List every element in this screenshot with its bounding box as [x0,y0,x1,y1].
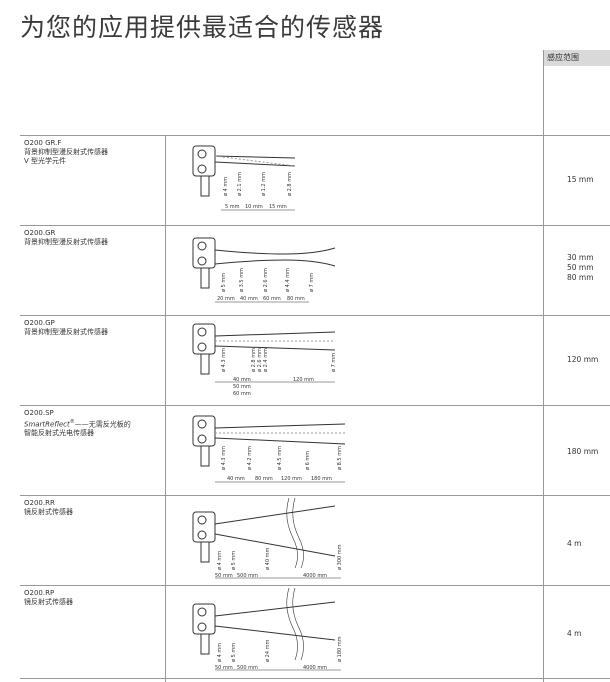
dimension-label: 180 mm [311,476,332,482]
beam-diagram-sp: ø 4.3 mm ø 4.2 mm ø 4.5 mm ø 6 mm ø 8.5 … [192,415,346,483]
sensor-model-cell: O200.GP 背景抑制型漫反射式传感器 [24,319,164,337]
sensor-row: O200.GR 背景抑制型漫反射式传感器 30 mm 50 mm 80 mm [20,225,610,315]
dimension-label: 40 mm [227,476,245,482]
dimension-label: ø 40 mm [265,548,271,570]
sensor-model-cell: O200.RP 镜反射式传感器 [24,589,164,607]
dimension-label: ø 24 mm [265,640,271,662]
column-divider-right [543,50,544,682]
dimension-label: ø 4.5 mm [277,446,283,470]
sensor-model-cell: O200 GR.F 背景抑制型漫反射式传感器 V 型光学元件 [24,139,164,166]
dimension-label: 4000 mm [303,573,327,579]
beam-diagram-grf: ø 4 mm ø 2.1 mm ø 1.2 mm ø 2.8 mm 5 mm 1… [192,145,296,211]
sensor-model-name: O200.GP [24,319,55,327]
dimension-label: ø 2.8 mm [251,348,257,372]
sensor-model-name: O200 GR.F [24,139,62,147]
dimension-label: ø 7 mm [309,273,315,292]
distance-label: 10 mm [245,204,263,210]
sensor-model-name: O200.SP [24,409,54,417]
sensor-row: O200 GR.F 背景抑制型漫反射式传感器 V 型光学元件 15 mm [20,135,610,225]
dimension-label: ø 180 mm [337,636,343,662]
beam-diagram-rr: ø 4 mm ø 5 mm ø 40 mm ø 300 mm 50 mm 500… [192,498,343,579]
sensor-row: O200.RR 镜反射式传感器 4 m [20,495,610,585]
beam-diagram-rp: ø 4 mm ø 5 mm ø 24 mm ø 180 mm 50 mm 500… [192,588,343,671]
row-divider [20,585,610,586]
dimension-label: ø 6 mm [305,451,311,470]
distance-label: 15 mm [269,204,287,210]
dimension-label: ø 4.3 mm [221,348,227,372]
dimension-label: 4000 mm [303,665,327,671]
sensor-row: O200.SP SmartReflect®——无需反光板的 智能反射式光电传感器… [20,405,610,495]
sensor-model-name: O200.GR [24,229,56,237]
dimension-label: ø 4 mm [217,551,223,570]
sensor-description: 镜反射式传感器 [24,598,73,606]
dimension-label: 50 mm [215,573,233,579]
beam-diagram-gp: ø 4.3 mm ø 2.8 mm ø 2.6 mm ø 2.4 mm ø 7 … [192,323,337,397]
dimension-label: 80 mm [255,476,273,482]
dimension-label: 50 mm [215,665,233,671]
page-title: 为您的应用提供最适合的传感器 [20,13,385,42]
dimension-label: ø 4 mm [217,643,223,662]
column-divider-left [165,135,166,682]
distance-label: 5 mm [225,204,240,210]
range-column-header: 感应范围 [543,50,610,66]
diameter-label: ø 2.8 mm [287,172,293,196]
dimension-label: ø 3.5 mm [239,268,245,292]
row-divider [20,678,610,679]
dimension-label: ø 300 mm [337,544,343,570]
diameter-label: ø 1.2 mm [261,172,267,196]
dimension-label: 40 mm [240,296,258,302]
sensor-description-2: V 型光学元件 [24,157,67,165]
dimension-label: 120 mm [281,476,302,482]
dimension-label: 60 mm [233,391,251,397]
diameter-label: ø 4 mm [223,177,229,196]
dimension-label: 50 mm [233,384,251,390]
dimension-label: ø 2.6 mm [263,268,269,292]
row-divider [20,225,610,226]
dimension-label: ø 4.4 mm [285,268,291,292]
dimension-label: ø 7 mm [331,353,337,372]
sensing-range: 4 m [567,539,582,548]
dimension-label: ø 8.5 mm [337,446,343,470]
sensor-description: 背景抑制型漫反射式传感器 [24,328,108,336]
row-divider [20,495,610,496]
dimension-label: 500 mm [237,573,258,579]
dimension-label: 60 mm [263,296,281,302]
row-divider [20,135,610,136]
dimension-label: ø 2.6 mm [257,348,263,372]
sensor-model-name: O200.RP [24,589,55,597]
row-divider [20,405,610,406]
dimension-label: ø 5 mm [221,273,227,292]
sensor-description-2: 智能反射式光电传感器 [24,429,94,438]
sensor-row: O200.RP 镜反射式传感器 4 m [20,585,610,678]
sensor-model-cell: O200.RR 镜反射式传感器 [24,499,164,517]
sensor-description: 背景抑制型漫反射式传感器 [24,148,108,156]
sensor-description: 镜反射式传感器 [24,508,73,516]
sensing-range: 15 mm [567,175,594,184]
dimension-label: 500 mm [237,665,258,671]
sensor-model-name: O200.RR [24,499,55,507]
sensor-description: 背景抑制型漫反射式传感器 [24,238,108,246]
sensing-range: 4 m [567,629,582,638]
dimension-label: 120 mm [293,377,314,383]
sensor-description: SmartReflect®——无需反光板的 [24,419,131,429]
sensing-range: 120 mm [567,355,599,364]
dimension-label: 40 mm [233,377,251,383]
sensing-range: 30 mm 50 mm 80 mm [567,253,594,282]
row-divider [20,315,610,316]
diameter-label: ø 2.1 mm [237,172,243,196]
dimension-label: ø 4.3 mm [221,446,227,470]
dimension-label: 20 mm [217,296,235,302]
sensing-range: 180 mm [567,447,599,456]
dimension-label: 80 mm [287,296,305,302]
sensor-model-cell: O200.SP SmartReflect®——无需反光板的 智能反射式光电传感器 [24,409,164,438]
sensor-row: O200.GP 背景抑制型漫反射式传感器 120 mm [20,315,610,405]
sensor-model-cell: O200.GR 背景抑制型漫反射式传感器 [24,229,164,247]
dimension-label: ø 4.2 mm [247,446,253,470]
dimension-label: ø 5 mm [231,643,237,662]
beam-diagram-gr: ø 5 mm ø 3.5 mm ø 2.6 mm ø 4.4 mm ø 7 mm… [192,237,336,303]
dimension-label: ø 5 mm [231,551,237,570]
dimension-label: ø 2.4 mm [263,348,269,372]
